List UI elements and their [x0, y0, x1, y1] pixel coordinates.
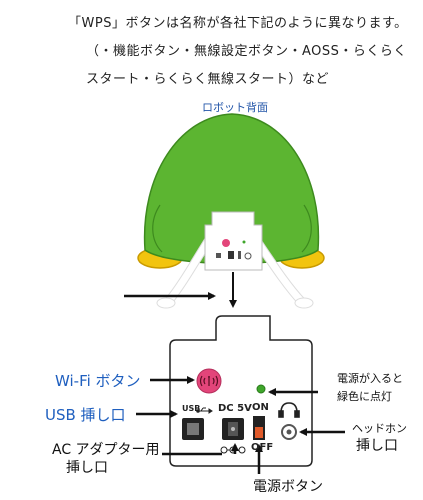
dc-5v-label: DC 5V — [218, 403, 252, 414]
back-panel-enlarged — [169, 315, 313, 467]
note-line-1: 「WPS」ボタンは名称が各社下記のように異なります。 — [68, 16, 408, 31]
wifi-icon — [199, 375, 219, 387]
usb-mark-label: USB — [182, 404, 201, 413]
off-label: OFF — [251, 442, 274, 453]
headphone-label-2: 挿し口 — [356, 438, 398, 454]
small-back-panel — [204, 211, 263, 271]
led-label-1: 電源が入ると — [337, 372, 403, 385]
robot-back-caption: ロボット背面 — [202, 101, 268, 114]
note-line-2: （・機能ボタン・無線設定ボタン・AOSS・らくらく — [86, 44, 407, 59]
usb-symbol-icon — [196, 407, 213, 414]
power-led — [256, 384, 266, 394]
wifi-button-label: Wi-Fi ボタン — [55, 372, 141, 390]
headphone-icon — [278, 402, 300, 418]
robot-illustration — [137, 113, 325, 309]
ac-adapter-label-2: 挿し口 — [66, 460, 108, 476]
power-button-label: 電源ボタン — [253, 479, 323, 495]
headphone-label-1: ヘッドホン — [352, 422, 407, 435]
ac-adapter-label-1: AC アダプター用 — [52, 442, 160, 458]
led-label-2: 緑色に点灯 — [337, 390, 392, 403]
power-switch-knob[interactable] — [255, 427, 263, 438]
note-line-3: スタート・らくらく無線スタート）など — [86, 72, 330, 87]
usb-port-label: USB 挿し口 — [45, 406, 126, 424]
on-label: ON — [252, 402, 269, 413]
